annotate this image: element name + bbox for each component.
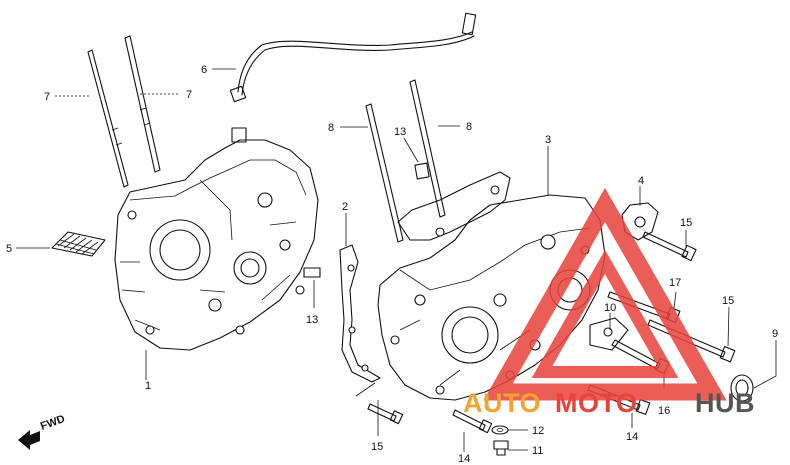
bolt-15-lower <box>367 403 404 425</box>
watermark-text-auto: AUTO <box>463 388 541 418</box>
cam-chain-guide-bracket <box>589 317 629 351</box>
callout-4: 4 <box>638 175 644 187</box>
callout-15-right: 15 <box>722 295 734 307</box>
stud-bolt-pair-front <box>87 35 161 188</box>
left-crankcase-half <box>114 127 319 351</box>
sealing-washer <box>491 425 509 435</box>
oil-seal <box>730 374 754 402</box>
oil-strainer-screen <box>51 231 106 257</box>
callout-12: 12 <box>532 425 544 437</box>
crankcase-gasket <box>339 244 381 383</box>
bolt-14-lower <box>452 409 493 434</box>
dowel-pin-upper <box>414 162 430 180</box>
callout-17: 17 <box>669 277 681 289</box>
callout-numbers: 1 2 3 4 5 6 7 7 8 8 9 10 11 12 13 13 14 … <box>6 64 778 465</box>
callout-8-right: 8 <box>466 121 472 133</box>
callout-9: 9 <box>772 328 778 340</box>
bolt-15-upper <box>642 231 697 262</box>
stud-bolt-pair-rear <box>365 79 446 243</box>
callout-14-lower: 14 <box>458 453 470 465</box>
callout-15-upper: 15 <box>680 217 692 229</box>
watermark-text-hub: HUB <box>695 388 755 418</box>
dowel-pin-left <box>303 267 321 278</box>
callout-7-right: 7 <box>186 89 192 101</box>
fwd-arrow-icon <box>18 430 40 450</box>
callout-13-left: 13 <box>306 314 318 326</box>
callout-6: 6 <box>201 64 207 76</box>
callout-5: 5 <box>6 243 12 255</box>
callout-2: 2 <box>342 201 348 213</box>
callout-8-left: 8 <box>328 122 334 134</box>
callout-11: 11 <box>532 445 543 457</box>
callout-16: 16 <box>658 405 670 417</box>
automotohub-watermark: AUTO MOTO HUB <box>463 187 755 418</box>
callout-1: 1 <box>145 380 151 392</box>
callout-13-upper: 13 <box>394 126 406 138</box>
watermark-text-moto: MOTO <box>555 388 638 418</box>
callout-10: 10 <box>604 302 616 314</box>
callout-3: 3 <box>545 134 551 146</box>
crankcase-top-flange <box>397 171 511 241</box>
breather-tube <box>229 12 477 103</box>
leader-lines <box>16 68 777 452</box>
watermark-triangle-logo <box>483 187 727 401</box>
fwd-label: FWD <box>39 413 67 433</box>
callout-14-right: 14 <box>626 431 638 443</box>
bolt-15-right <box>647 319 736 363</box>
forward-direction-indicator: FWD <box>18 413 67 450</box>
drain-plug <box>493 440 509 456</box>
callout-15-lower: 15 <box>371 441 383 453</box>
callout-7-left: 7 <box>44 91 50 103</box>
